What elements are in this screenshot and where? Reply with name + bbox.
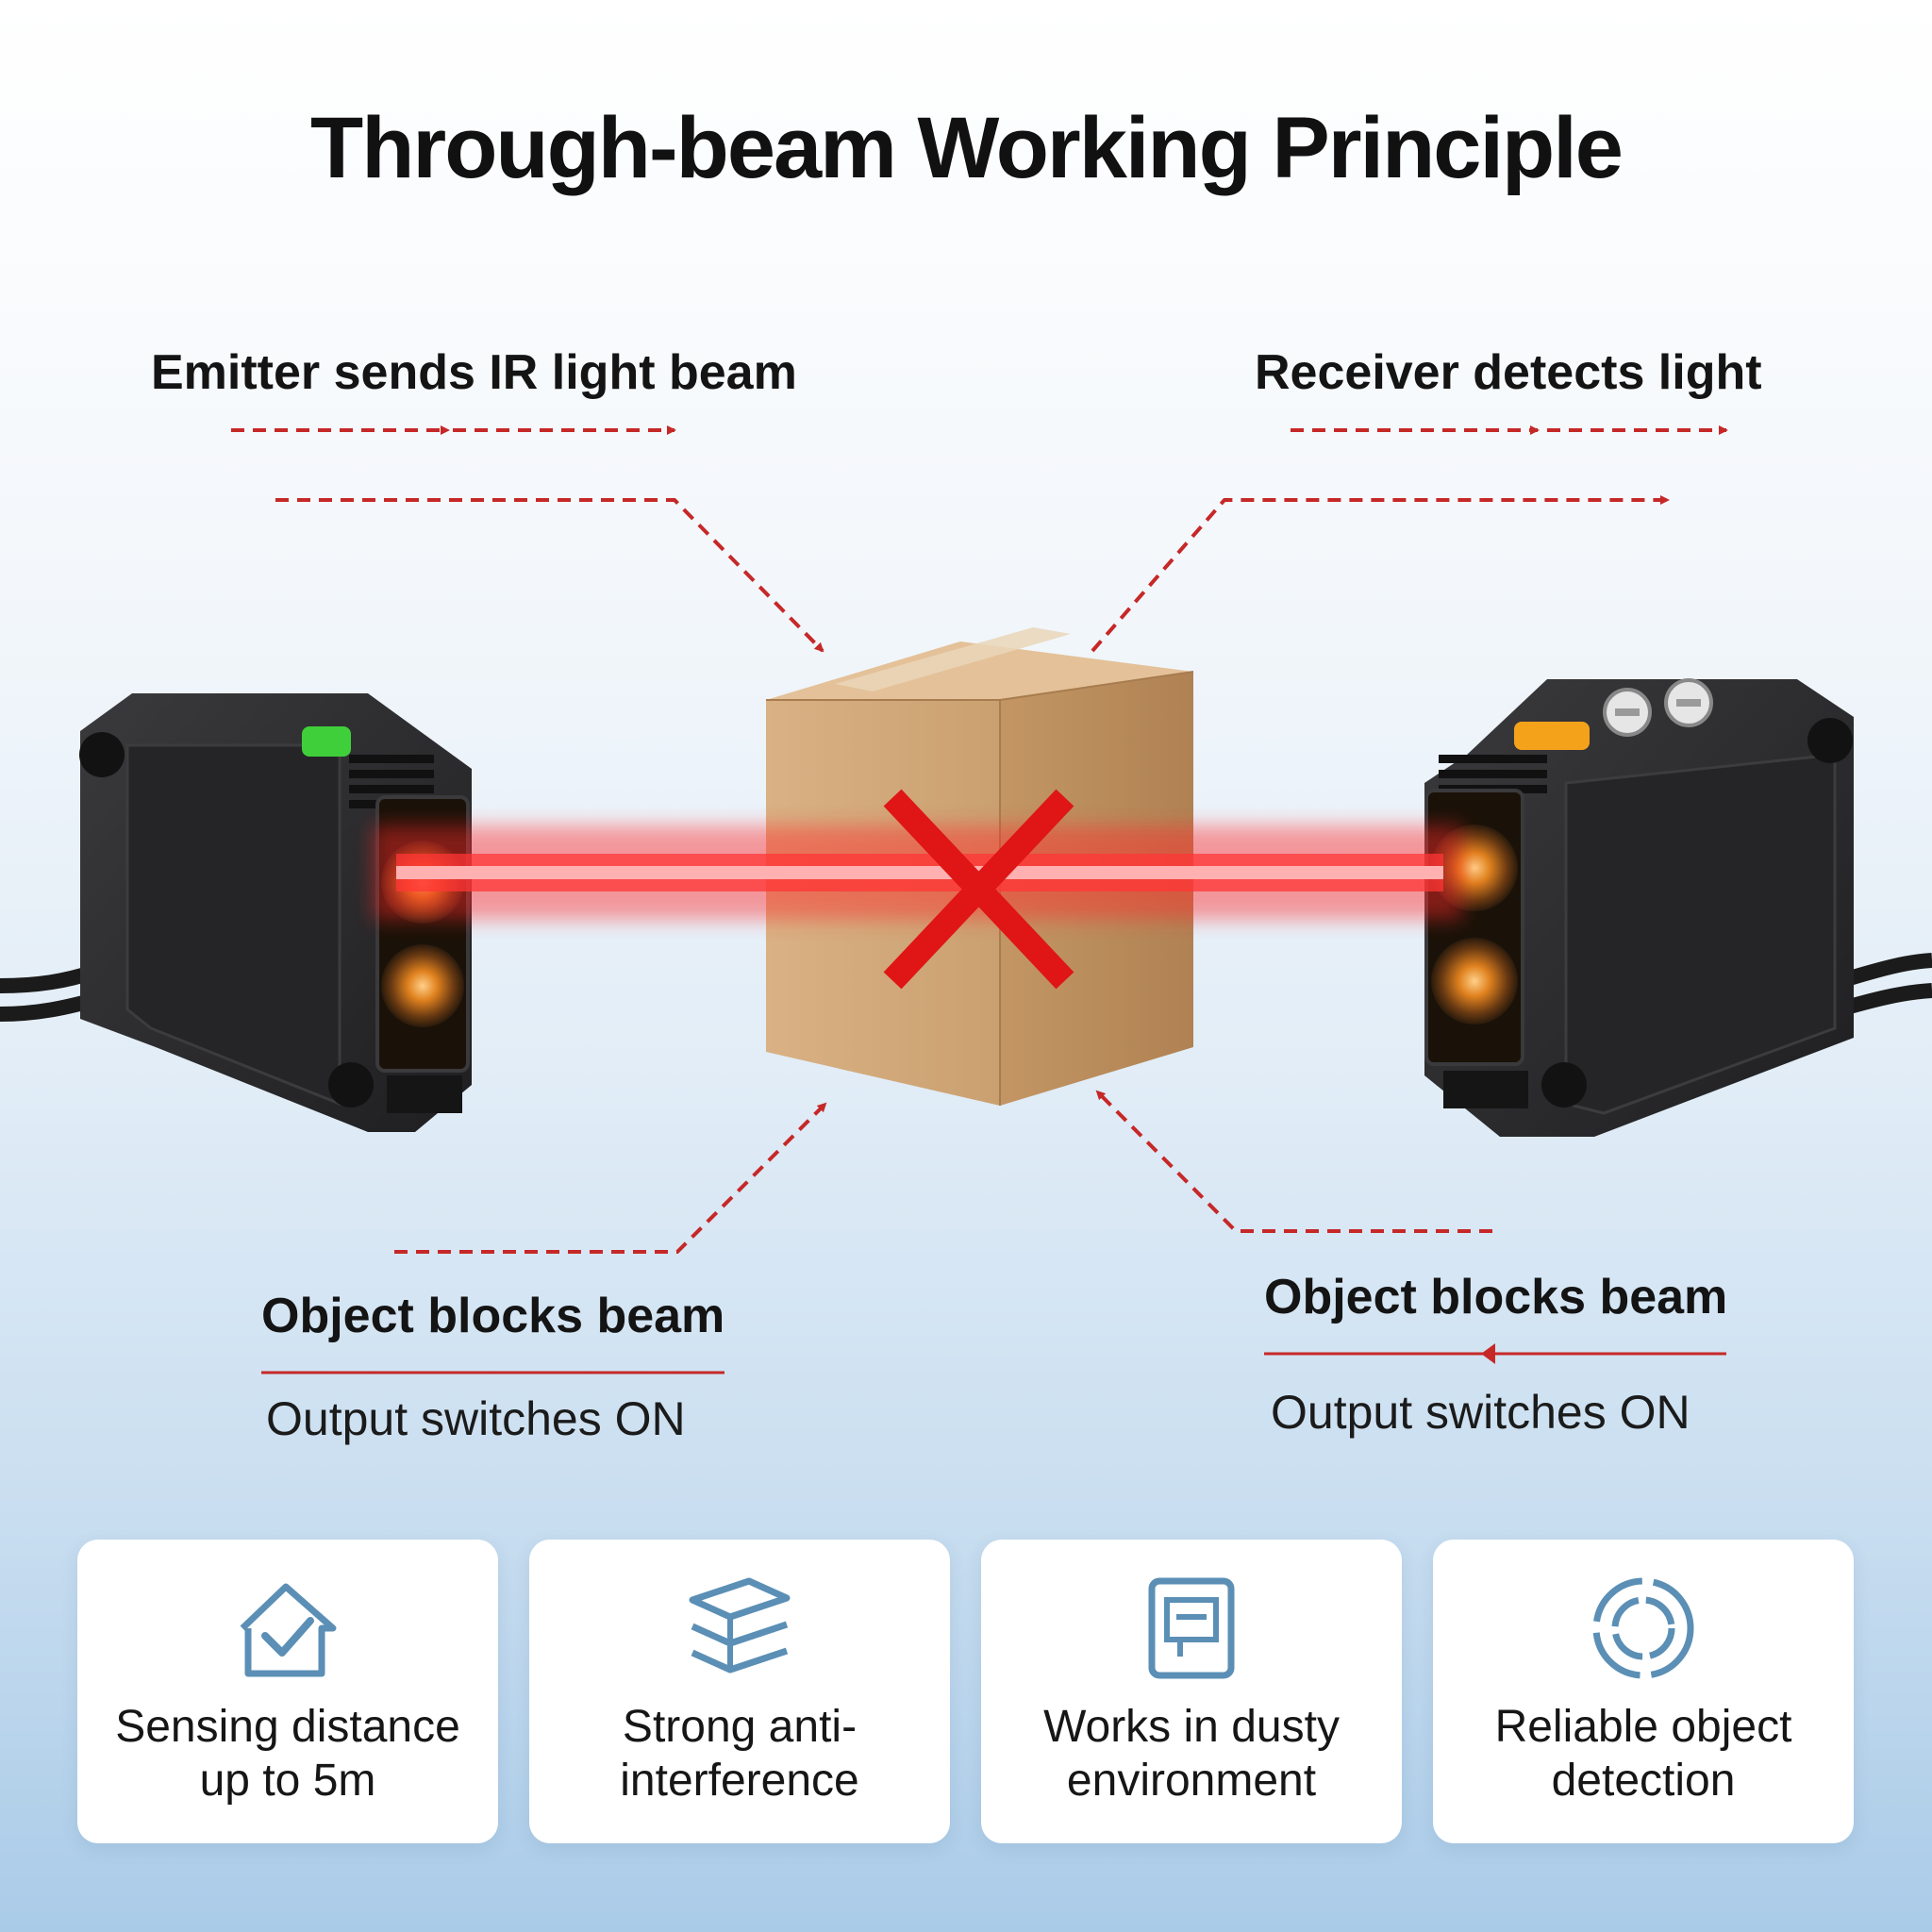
arrow-right-block bbox=[1095, 1090, 1492, 1233]
feature-card-reliable: Reliable object detection bbox=[1433, 1540, 1854, 1843]
lower-lens bbox=[381, 944, 464, 1027]
page-title: Through-beam Working Principle bbox=[310, 100, 1624, 196]
packing-tape bbox=[835, 627, 1071, 691]
arrow-emitter-to-object bbox=[275, 498, 824, 653]
receiver-sensor bbox=[1424, 678, 1854, 1137]
blocked-x-mark bbox=[883, 789, 1074, 990]
arrow-receiver-from-object bbox=[1091, 495, 1670, 653]
left-output-label: Output switches ON bbox=[266, 1392, 686, 1445]
feature-card-dusty: Works in dusty environment bbox=[981, 1540, 1402, 1843]
emitter-label: Emitter sends IR light beam bbox=[151, 345, 797, 400]
document-icon bbox=[1148, 1577, 1235, 1679]
lower-lens bbox=[1431, 938, 1518, 1024]
feature-text: Works in dusty environment bbox=[1043, 1702, 1340, 1806]
feature-text: Reliable object detection bbox=[1494, 1702, 1792, 1806]
arrow-left-block bbox=[394, 1102, 827, 1254]
right-block-label: Object blocks beam bbox=[1264, 1270, 1728, 1324]
feature-text: Strong anti-interference bbox=[620, 1702, 859, 1806]
right-separator-arrow bbox=[1481, 1343, 1495, 1364]
right-output-label: Output switches ON bbox=[1271, 1386, 1690, 1439]
left-block-label: Object blocks beam bbox=[261, 1289, 725, 1343]
target-ring-icon bbox=[1592, 1577, 1694, 1679]
vent-grille bbox=[1439, 755, 1547, 793]
feature-card-anti-interference: Strong anti-interference bbox=[529, 1540, 950, 1843]
orange-indicator bbox=[1514, 722, 1590, 750]
layers-icon bbox=[689, 1577, 791, 1674]
house-check-icon bbox=[240, 1583, 337, 1677]
feature-text: Sensing distance up to 5m bbox=[115, 1702, 460, 1806]
receiver-label: Receiver detects light bbox=[1255, 345, 1762, 400]
green-indicator bbox=[302, 726, 351, 757]
adjustment-knob bbox=[1664, 678, 1713, 727]
adjustment-knob bbox=[1603, 688, 1652, 737]
feature-card-distance: Sensing distance up to 5m bbox=[77, 1540, 498, 1843]
